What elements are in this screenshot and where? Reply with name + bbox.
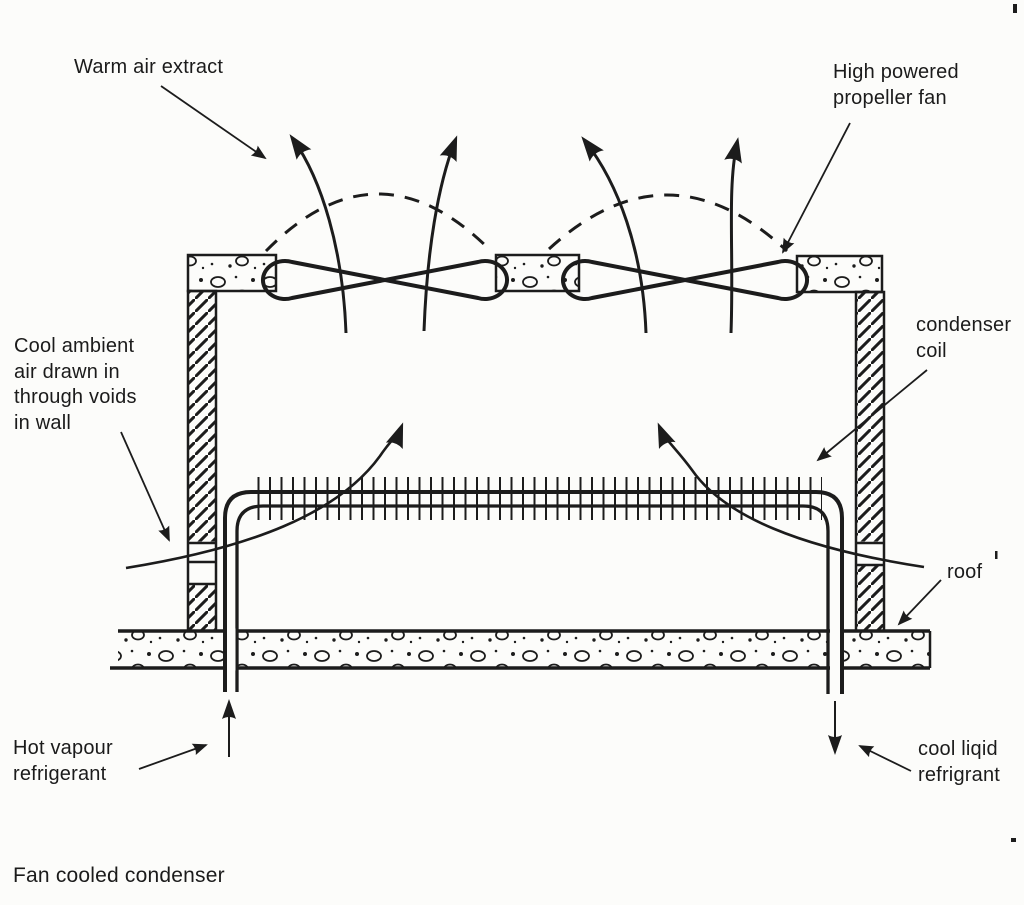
label-hot-vapour: Hot vapour refrigerant xyxy=(13,737,113,785)
label-condenser-coil: condenser coil xyxy=(916,314,1012,362)
propeller-fans xyxy=(260,259,810,301)
leader-lines xyxy=(120,85,942,772)
propeller-fan-right xyxy=(560,259,810,301)
right-wall-voids xyxy=(856,541,884,567)
label-cool-ambient-air: Cool ambient air drawn in through voids … xyxy=(14,335,137,434)
fan-deck-blocks xyxy=(186,253,884,294)
left-wall xyxy=(186,289,218,633)
label-cool-liquid: cool liqid refrigrant xyxy=(918,738,1001,786)
right-wall xyxy=(854,290,886,633)
warm-air-flow-arrows xyxy=(289,134,742,334)
figure-caption: Fan cooled condenser xyxy=(13,864,225,887)
leader-cool-liquid xyxy=(858,745,912,772)
label-propeller-fan: High powered propeller fan xyxy=(833,61,959,109)
leader-cool-ambient xyxy=(120,431,170,542)
label-roof: roof xyxy=(947,561,983,583)
left-wall-voids xyxy=(188,541,216,586)
condenser-coil-fins xyxy=(248,477,822,520)
ambient-intake-arrows xyxy=(125,422,925,570)
propeller-fan-left xyxy=(260,259,510,301)
label-warm-air-extract: Warm air extract xyxy=(74,56,224,78)
scan-artifacts xyxy=(995,4,1017,842)
roof-slab xyxy=(110,628,932,671)
block-right xyxy=(795,254,884,294)
refrigerant-flow-arrows xyxy=(222,699,842,757)
leader-roof xyxy=(897,579,942,626)
leader-propeller-fan xyxy=(782,122,851,254)
fan-discharge-arcs xyxy=(264,192,789,253)
block-left xyxy=(186,253,278,293)
leader-hot-vapour xyxy=(138,743,208,770)
leader-condenser-coil xyxy=(816,369,928,462)
leader-warm-air xyxy=(160,85,267,160)
condenser-coil-tubes xyxy=(223,490,844,694)
